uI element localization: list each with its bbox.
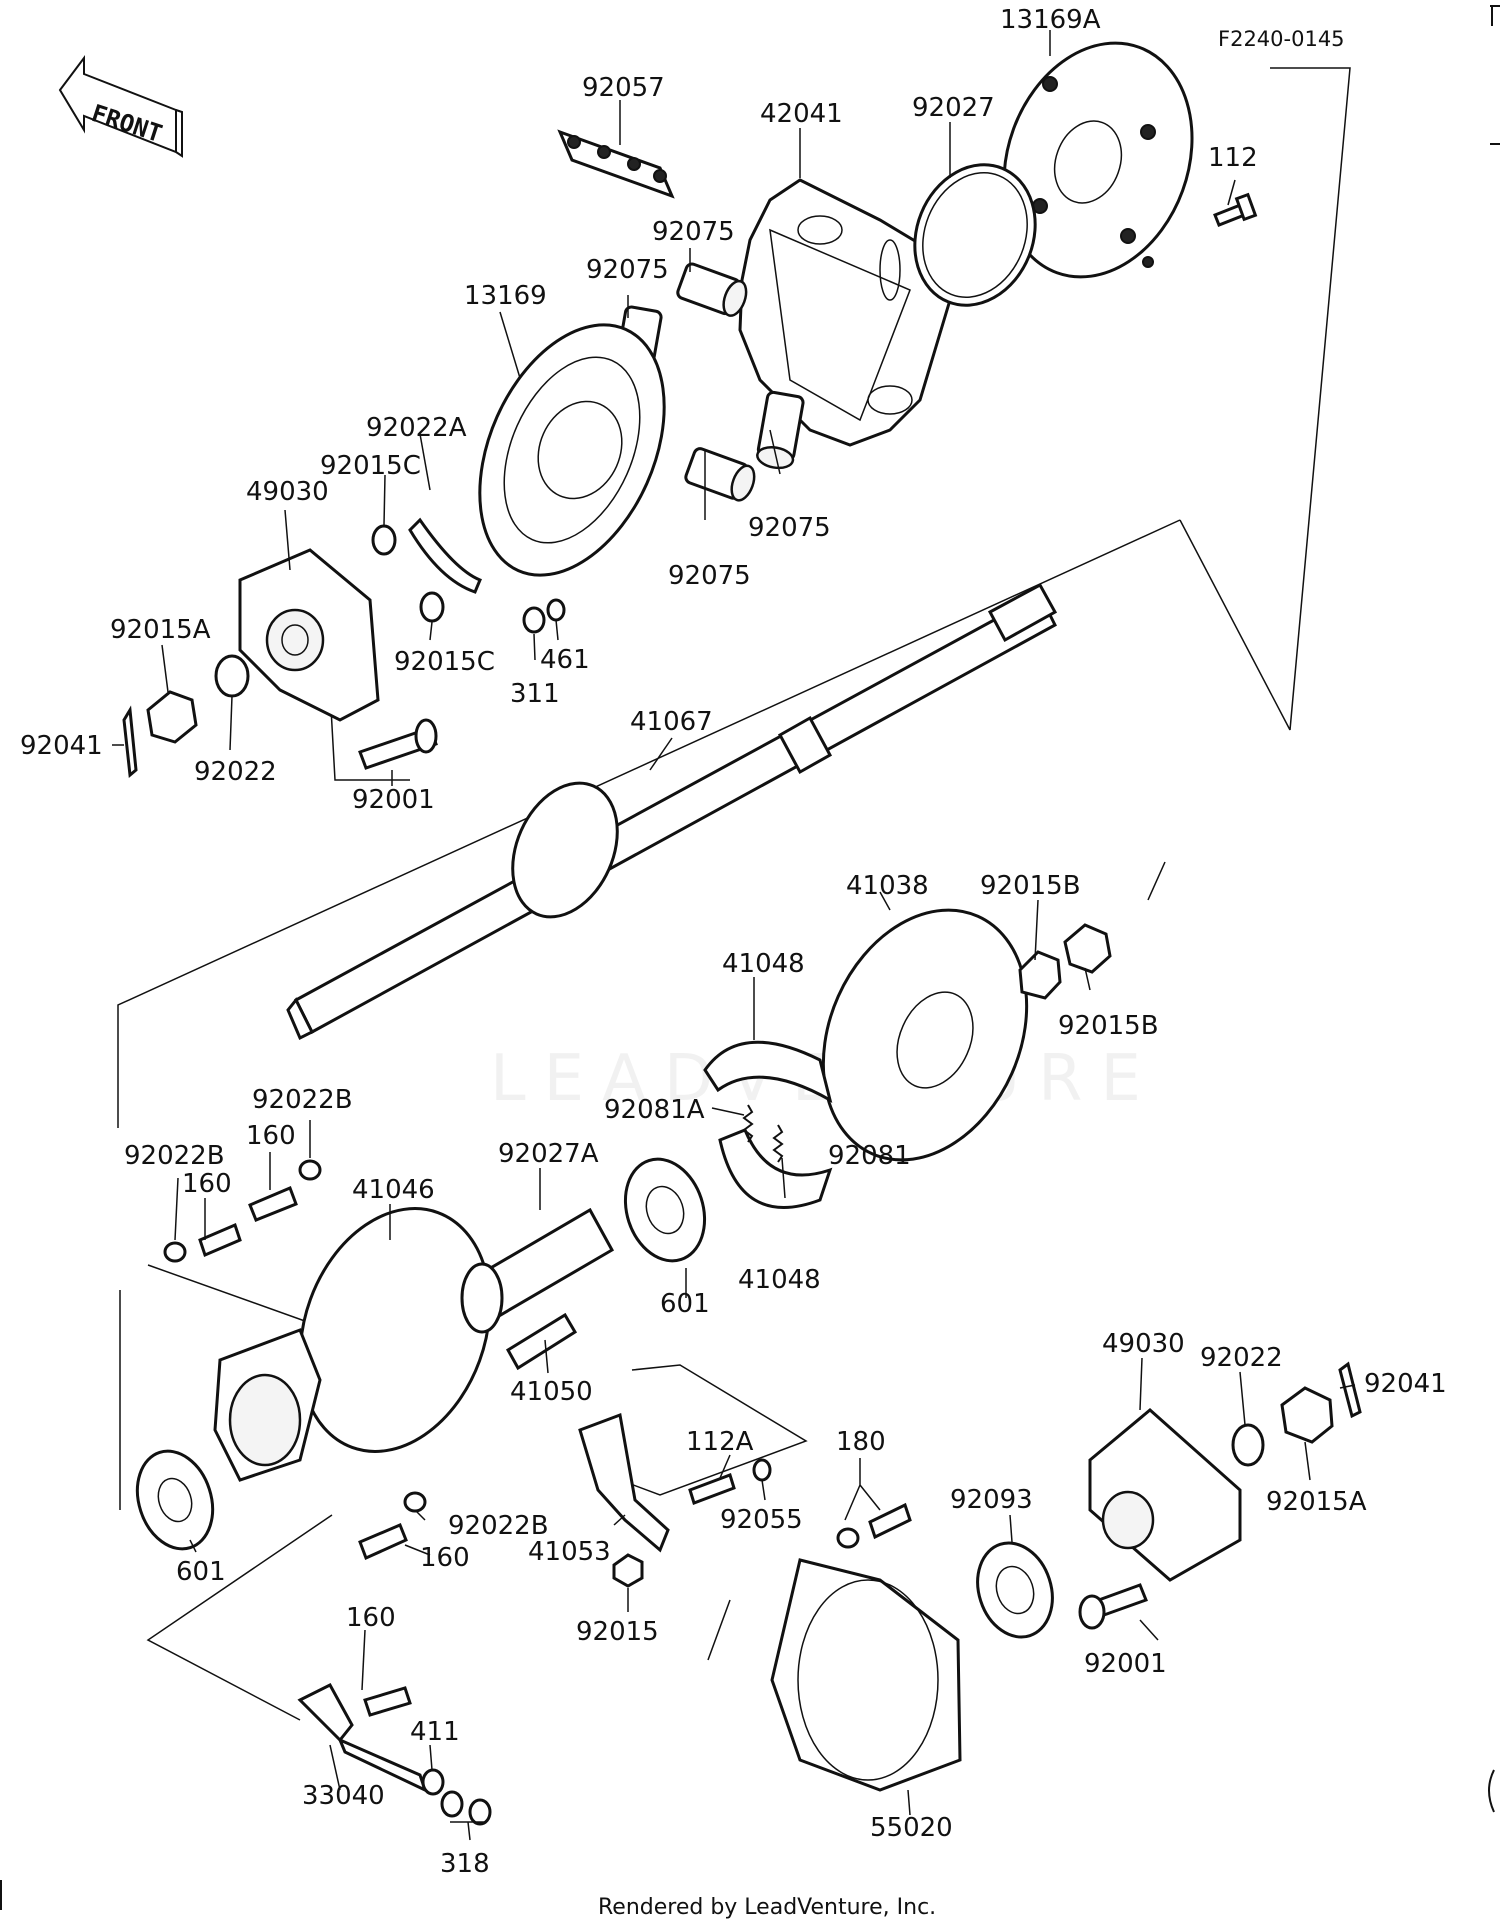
callout-180: 180	[836, 1427, 886, 1457]
callout-92093: 92093	[950, 1485, 1033, 1515]
chain-link-92057	[557, 129, 675, 199]
callout-41048-a: 41048	[722, 949, 805, 979]
callout-labels: 13169A 92057 42041 92027 112 92075 92075…	[20, 5, 1447, 1879]
callout-92015A-b: 92015A	[1266, 1487, 1367, 1517]
nut-washer-pin-lower	[1231, 1361, 1362, 1467]
callout-92041-a: 92041	[20, 731, 103, 761]
callout-55020: 55020	[870, 1813, 953, 1843]
footer-credit: Rendered by LeadVenture, Inc.	[598, 1895, 936, 1920]
callout-160-b: 160	[182, 1169, 232, 1199]
callout-92022B-a: 92022B	[252, 1085, 353, 1115]
seal-92093	[976, 1541, 1054, 1639]
hub-cover-55020	[770, 1558, 962, 1792]
flange-49030-upper	[238, 548, 380, 722]
nuts-92015B	[1018, 923, 1112, 1000]
callout-92015A-a: 92015A	[110, 615, 211, 645]
callout-41046: 41046	[352, 1175, 435, 1205]
brake-lever-41053	[578, 1412, 772, 1588]
callout-112: 112	[1208, 143, 1258, 173]
callout-601-a: 601	[660, 1289, 710, 1319]
brake-cam-41050	[505, 1312, 578, 1371]
callout-92022A: 92022A	[366, 413, 467, 443]
callout-92027A: 92027A	[498, 1139, 599, 1169]
callout-92075-d: 92075	[668, 561, 751, 591]
callout-92057: 92057	[582, 73, 665, 103]
tube-92027A-bearing-601	[460, 1157, 707, 1334]
callout-160-c: 160	[420, 1543, 470, 1573]
callout-92015B-b: 92015B	[1058, 1011, 1159, 1041]
lock-plate-92022A	[408, 517, 482, 594]
callout-92075-c: 92075	[748, 513, 831, 543]
callout-461: 461	[540, 645, 590, 675]
callout-92015C-a: 92015C	[320, 451, 421, 481]
callout-92081: 92081	[828, 1141, 911, 1171]
callout-49030-a: 49030	[246, 477, 329, 507]
callout-318: 318	[440, 1849, 490, 1879]
callout-41048-b: 41048	[738, 1265, 821, 1295]
callout-311: 311	[510, 679, 560, 709]
callout-41053: 41053	[528, 1537, 611, 1567]
callout-92075-b: 92075	[586, 255, 669, 285]
collars-92015C-311-461	[371, 524, 566, 634]
callout-92015B-a: 92015B	[980, 871, 1081, 901]
bolt-112	[1213, 192, 1258, 227]
callout-42041: 42041	[760, 99, 843, 129]
callout-112A: 112A	[686, 1427, 754, 1457]
callout-160-a: 160	[246, 1121, 296, 1151]
callout-92022B-b: 92022B	[124, 1141, 225, 1171]
callout-49030-b: 49030	[1102, 1329, 1185, 1359]
bearing-601-lower	[135, 1449, 215, 1551]
bolt-160-washer-panel	[358, 1491, 427, 1561]
callout-601-b: 601	[176, 1557, 226, 1587]
callout-92055: 92055	[720, 1505, 803, 1535]
callout-13169: 13169	[464, 281, 547, 311]
assembly-outline-lines	[117, 67, 1351, 1721]
callout-92081A: 92081A	[604, 1095, 705, 1125]
nut-washer-pin-upper	[122, 654, 250, 778]
lever-arm-33040	[297, 1683, 492, 1826]
callout-92075-a: 92075	[652, 217, 735, 247]
front-label: FRONT	[88, 99, 165, 148]
callout-13169A: 13169A	[1000, 5, 1101, 35]
sprocket-42041	[738, 178, 952, 447]
callout-92015C-b: 92015C	[394, 647, 495, 677]
callout-41067: 41067	[630, 707, 713, 737]
bolt-92001-upper	[358, 718, 438, 770]
front-arrow-icon: FRONT	[58, 55, 183, 158]
callout-92022-b: 92022	[1200, 1343, 1283, 1373]
o-ring-92027	[913, 163, 1037, 307]
callout-41038: 41038	[846, 871, 929, 901]
sprocket-hub-13169A	[1002, 41, 1194, 279]
callout-92001-a: 92001	[352, 785, 435, 815]
callout-41050: 41050	[510, 1377, 593, 1407]
brake-drum-41038	[821, 908, 1029, 1162]
diagram-code: F2240-0145	[1218, 27, 1345, 51]
brake-panel-41046	[213, 1207, 492, 1482]
leader-lines	[112, 30, 1356, 1841]
callout-160-d: 160	[346, 1603, 396, 1633]
brake-shoes-41048	[703, 1040, 833, 1209]
hub-13169	[478, 323, 666, 577]
callout-33040: 33040	[302, 1781, 385, 1811]
axle-41067	[286, 582, 1058, 1041]
flange-49030-lower	[1088, 1408, 1242, 1582]
callout-92041-b: 92041	[1364, 1369, 1447, 1399]
callout-92022B-c: 92022B	[448, 1511, 549, 1541]
edge-marks	[0, 5, 1500, 1910]
bolt-92001-lower	[1078, 1583, 1148, 1630]
bolts-160-washers-92022B	[163, 1159, 322, 1263]
bolts-180	[836, 1502, 912, 1549]
callout-411: 411	[410, 1717, 460, 1747]
springs-92081	[742, 1104, 784, 1163]
callout-92022-a: 92022	[194, 757, 277, 787]
callout-92015: 92015	[576, 1617, 659, 1647]
callout-92027: 92027	[912, 93, 995, 123]
callout-92001-b: 92001	[1084, 1649, 1167, 1679]
